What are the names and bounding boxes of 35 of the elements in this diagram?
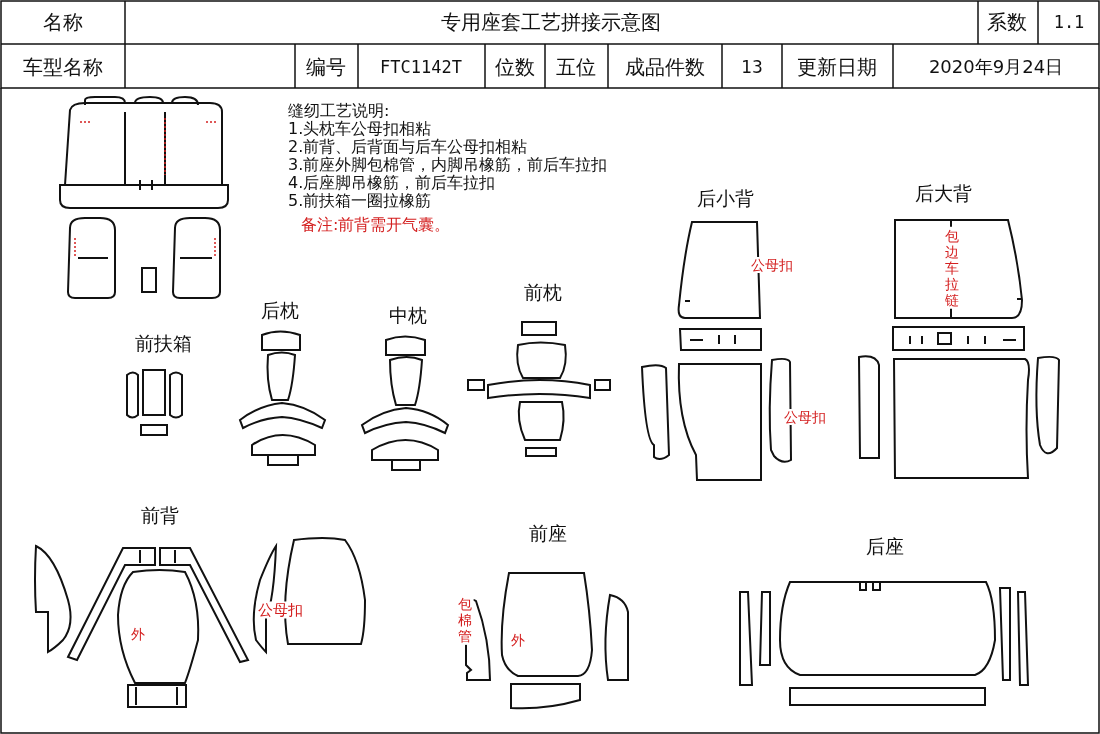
note-line: 4.后座脚吊橡筋，前后车拉扣 <box>288 175 496 191</box>
note-line: 2.前背、后背面与后车公母扣相粘 <box>288 139 528 155</box>
table-label: 名称 <box>43 12 83 32</box>
table-label: 系数 <box>987 12 1027 32</box>
sewing-annotation: 公母扣 <box>783 409 827 425</box>
notes-heading: 缝纫工艺说明: <box>288 103 390 119</box>
sewing-annotation: 包边车拉链 <box>943 226 961 310</box>
table-value: 1.1 <box>1053 13 1085 31</box>
note-line: 5.前扶箱一圈拉橡筋 <box>288 193 432 209</box>
part-title: 中枕 <box>389 305 427 325</box>
part-title: 前扶箱 <box>134 333 192 353</box>
sewing-annotation: 外 <box>130 626 146 642</box>
note-line: 1.头枕车公母扣相粘 <box>288 121 432 137</box>
table-label: 车型名称 <box>23 57 103 77</box>
part-title: 前枕 <box>524 282 562 302</box>
table-label: 编号 <box>306 57 346 77</box>
part-title: 后枕 <box>261 300 299 320</box>
table-label: 位数 <box>495 57 535 77</box>
sewing-annotation: 外 <box>510 632 526 648</box>
sheet-title: 专用座套工艺拼接示意图 <box>441 12 661 32</box>
table-value: 2020年9月24日 <box>928 58 1064 76</box>
part-title: 后小背 <box>696 188 754 208</box>
part-title: 后大背 <box>914 183 972 203</box>
table-label: 更新日期 <box>797 57 877 77</box>
table-value: FTC1142T <box>380 58 462 76</box>
note-line: 3.前座外脚包棉管，内脚吊橡筋，前后车拉扣 <box>288 157 608 173</box>
sewing-annotation: 公母扣 <box>256 601 304 619</box>
part-title: 前座 <box>529 523 567 543</box>
table-label: 成品件数 <box>625 57 705 77</box>
part-title: 前背 <box>141 505 179 525</box>
part-title: 后座 <box>866 536 904 556</box>
sewing-annotation: 包棉管 <box>456 594 474 646</box>
sewing-annotation: 公母扣 <box>750 257 794 273</box>
table-value: 五位 <box>556 57 596 77</box>
table-value: 13 <box>741 58 763 76</box>
